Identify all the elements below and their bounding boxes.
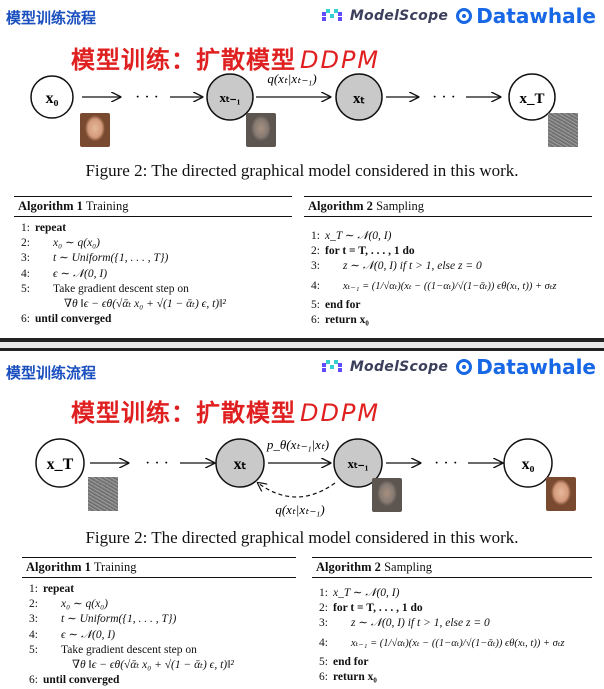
datawhale-logo-text: Datawhale — [476, 355, 596, 379]
algo-line: 2:x₀ ∼ q(x₀) — [21, 237, 100, 250]
q-transition-label: q(xₜ|xₜ₋₁) — [275, 502, 324, 517]
algorithm-header: Algorithm 2 Sampling — [304, 196, 592, 217]
algo-line: 3:t ∼ Uniform({1, . . . , T}) — [29, 613, 177, 626]
algo-line: 1:repeat — [29, 583, 75, 595]
svg-text:xₜ₋₁: xₜ₋₁ — [219, 90, 240, 105]
datawhale-logo-text: Datawhale — [476, 4, 596, 28]
slide-header: 模型训练流程 ModelScope Datawhale — [0, 0, 604, 40]
ellipsis: · · · — [434, 455, 458, 472]
modelscope-icon — [321, 9, 342, 21]
modelscope-logo-text: ModelScope — [349, 359, 449, 375]
slide-title-main: 模型训练：扩散模型 — [71, 46, 296, 74]
datawhale-logo: Datawhale — [456, 4, 596, 28]
algo-line: 3:z ∼ 𝒩(0, I) if t > 1, else z = 0 — [311, 260, 482, 273]
svg-text:xₜ: xₜ — [353, 91, 365, 107]
algorithm-body: 1:x_T ∼ 𝒩(0, I) 2:for t = T, . . . , 1 d… — [304, 217, 592, 330]
node-xt: xₜ — [335, 73, 383, 121]
algorithms: Algorithm 1 Training 1:repeat 2:x₀ ∼ q(x… — [14, 196, 592, 338]
algorithms: Algorithm 1 Training 1:repeat 2:x₀ ∼ q(x… — [22, 557, 600, 689]
clean-face-image — [80, 113, 110, 147]
slide-title-model: DDPM — [300, 399, 381, 427]
slide-title-main: 模型训练：扩散模型 — [71, 399, 296, 427]
datawhale-icon — [456, 359, 473, 375]
dashed-q-arrow — [258, 483, 336, 498]
algorithm-header: Algorithm 2 Sampling — [312, 557, 592, 578]
svg-text:x₀: x₀ — [522, 456, 535, 473]
svg-text:x₀: x₀ — [46, 90, 59, 107]
modelscope-logo-text: ModelScope — [349, 8, 449, 24]
modelscope-icon — [321, 360, 342, 372]
svg-text:xₜ: xₜ — [234, 456, 247, 473]
brand-logos: ModelScope Datawhale — [321, 355, 596, 379]
algo-line: 5:end for — [319, 655, 369, 668]
reverse-process-diagram: x_T · · · xₜ p_θ(xₜ₋₁|xₜ) q(xₜ|xₜ₋₁) xₜ₋… — [35, 437, 553, 517]
algo-line: 6:return x₀ — [319, 670, 377, 683]
algo-line: 4:xₜ₋₁ = (1/√αₜ)(xₜ − ((1−αₜ)/√(1−ᾱₜ)) ϵ… — [319, 636, 565, 649]
forward-process-diagram: x₀ · · · xₜ₋₁ q(xₜ|xₜ₋₁) xₜ · · · x_T — [30, 71, 556, 121]
algorithm-sampling: Algorithm 2 Sampling 1:x_T ∼ 𝒩(0, I) 2:f… — [304, 196, 592, 338]
svg-text:x_T: x_T — [519, 91, 544, 107]
algo-line: 3:z ∼ 𝒩(0, I) if t > 1, else z = 0 — [319, 617, 490, 630]
algo-line: 1:repeat — [21, 222, 67, 234]
algo-line: 6:return x₀ — [311, 313, 369, 326]
algo-line: 3:t ∼ Uniform({1, . . . , T}) — [21, 252, 169, 265]
ellipsis: · · · — [135, 89, 159, 106]
figure-caption: Figure 2: The directed graphical model c… — [85, 528, 519, 547]
q-transition-label: q(xₜ|xₜ₋₁) — [267, 71, 316, 86]
algo-line: 4:xₜ₋₁ = (1/√αₜ)(xₜ − ((1−αₜ)/√(1−ᾱₜ)) ϵ… — [311, 279, 557, 292]
node-xT: x_T — [508, 73, 556, 121]
node-x0: x₀ — [503, 438, 553, 488]
algorithm-body: 1:x_T ∼ 𝒩(0, I) 2:for t = T, . . . , 1 d… — [312, 578, 592, 687]
algo-line: 2:x₀ ∼ q(x₀) — [29, 598, 108, 611]
node-xt-1: xₜ₋₁ — [333, 438, 383, 488]
slide-title-model: DDPM — [300, 46, 381, 74]
partially-noised-face-image — [372, 478, 402, 512]
p-transition-label: p_θ(xₜ₋₁|xₜ) — [266, 437, 329, 452]
algo-line: 5:Take gradient descent step on — [21, 282, 189, 295]
pure-noise-image — [548, 113, 578, 147]
algorithm-body: 1:repeat 2:x₀ ∼ q(x₀) 3:t ∼ Uniform({1, … — [22, 578, 296, 689]
svg-text:xₜ₋₁: xₜ₋₁ — [347, 456, 368, 471]
figure-caption: Figure 2: The directed graphical model c… — [85, 161, 519, 180]
algo-line: ∇θ ‖ϵ − ϵθ(√ᾱₜ x₀ + √(1 − ᾱₜ) ϵ, t)‖² — [64, 298, 226, 311]
algo-line: 5:end for — [311, 298, 361, 311]
brand-logos: ModelScope Datawhale — [321, 4, 596, 28]
partially-noised-face-image — [246, 113, 276, 147]
algo-line: 1:x_T ∼ 𝒩(0, I) — [311, 230, 392, 242]
algo-line: 5:Take gradient descent step on — [29, 643, 197, 656]
algo-line: ∇θ ‖ϵ − ϵθ(√ᾱₜ x₀ + √(1 − ᾱₜ) ϵ, t)‖² — [72, 659, 234, 672]
algo-line: 2:for t = T, . . . , 1 do — [319, 602, 423, 615]
ellipsis: · · · — [145, 455, 169, 472]
node-xT: x_T — [35, 438, 85, 488]
algo-line: 4:ϵ ∼ 𝒩(0, I) — [21, 267, 108, 280]
algorithm-training: Algorithm 1 Training 1:repeat 2:x₀ ∼ q(x… — [14, 196, 292, 338]
algorithm-training: Algorithm 1 Training 1:repeat 2:x₀ ∼ q(x… — [22, 557, 296, 689]
algorithm-header: Algorithm 1 Training — [14, 196, 292, 217]
pure-noise-image — [88, 477, 118, 511]
section-title: 模型训练流程 — [6, 364, 97, 382]
node-xt: xₜ — [215, 438, 265, 488]
slide-header: 模型训练流程 ModelScope Datawhale — [0, 351, 604, 391]
node-xt-1: xₜ₋₁ — [206, 73, 254, 121]
slide-separator — [0, 338, 604, 351]
algorithm-header: Algorithm 1 Training — [22, 557, 296, 578]
svg-text:x_T: x_T — [47, 456, 74, 473]
section-title: 模型训练流程 — [6, 9, 97, 27]
ellipsis: · · · — [432, 89, 456, 106]
algo-line: 6:until converged — [29, 674, 120, 687]
datawhale-logo: Datawhale — [456, 355, 596, 379]
clean-face-image — [546, 477, 576, 511]
algo-line: 6:until converged — [21, 313, 112, 326]
algorithm-sampling: Algorithm 2 Sampling 1:x_T ∼ 𝒩(0, I) 2:f… — [312, 557, 592, 689]
datawhale-icon — [456, 8, 473, 24]
node-x0: x₀ — [30, 75, 74, 119]
algo-line: 4:ϵ ∼ 𝒩(0, I) — [29, 628, 116, 641]
algo-line: 1:x_T ∼ 𝒩(0, I) — [319, 587, 400, 599]
algorithm-body: 1:repeat 2:x₀ ∼ q(x₀) 3:t ∼ Uniform({1, … — [14, 217, 292, 329]
algo-line: 2:for t = T, . . . , 1 do — [311, 245, 415, 258]
